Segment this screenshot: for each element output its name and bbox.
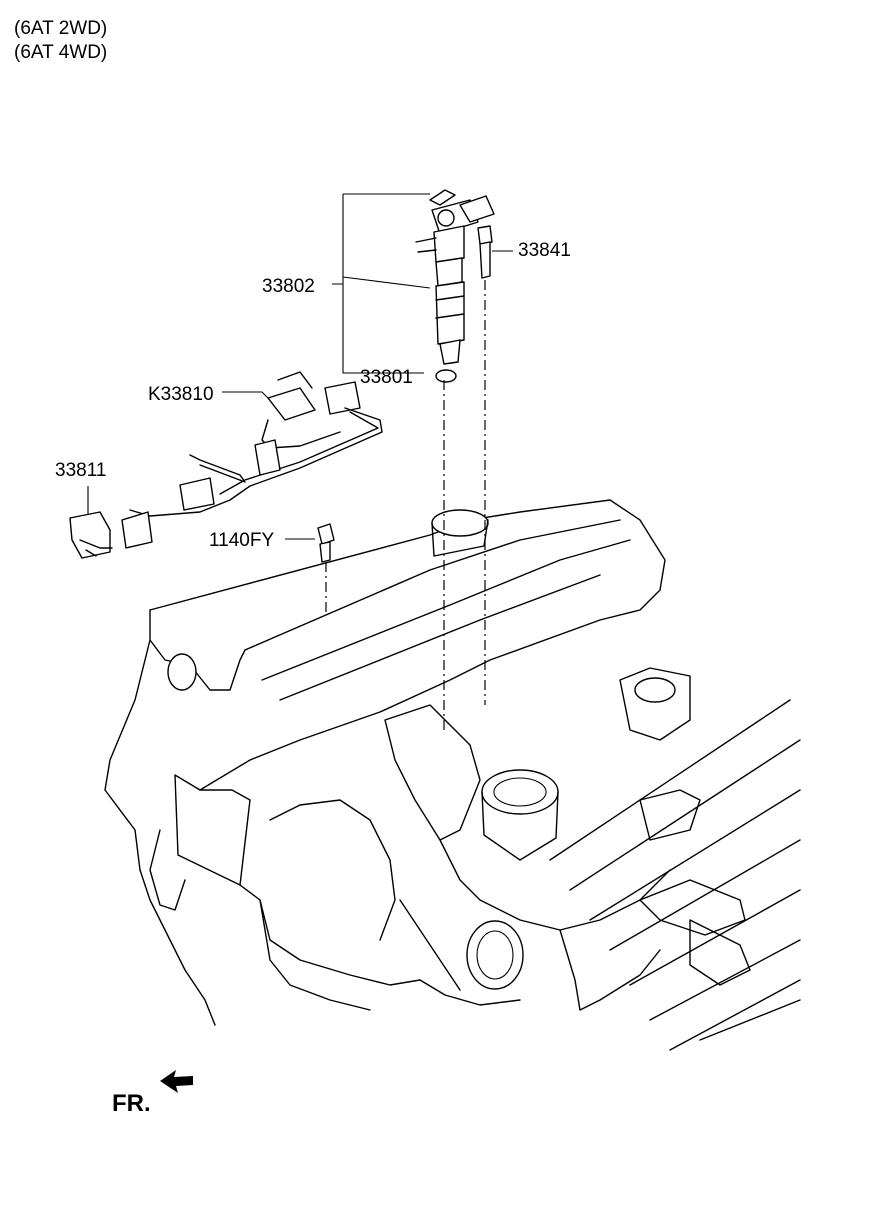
engine-block xyxy=(104,499,801,1051)
callout-connector: 33811 xyxy=(55,460,107,481)
mount-bolt xyxy=(317,523,335,563)
wiring-harness xyxy=(121,371,383,549)
leader-lines xyxy=(87,193,513,540)
callout-o-ring: 33801 xyxy=(360,367,413,388)
callout-mount-bolt: 1140FY xyxy=(209,530,275,551)
connector-clip xyxy=(69,511,113,559)
injector-bolt xyxy=(477,225,493,279)
fuel-injector xyxy=(415,189,495,383)
front-direction-label: FR. xyxy=(112,1090,151,1117)
callout-bolt: 33841 xyxy=(518,240,571,261)
variant-label-4wd: (6AT 4WD) xyxy=(14,42,108,63)
variant-label-2wd: (6AT 2WD) xyxy=(14,18,108,39)
callout-harness: K33810 xyxy=(148,384,214,405)
callout-injector: 33802 xyxy=(262,276,315,297)
install-lines xyxy=(325,280,486,730)
front-arrow-icon xyxy=(160,1070,193,1093)
